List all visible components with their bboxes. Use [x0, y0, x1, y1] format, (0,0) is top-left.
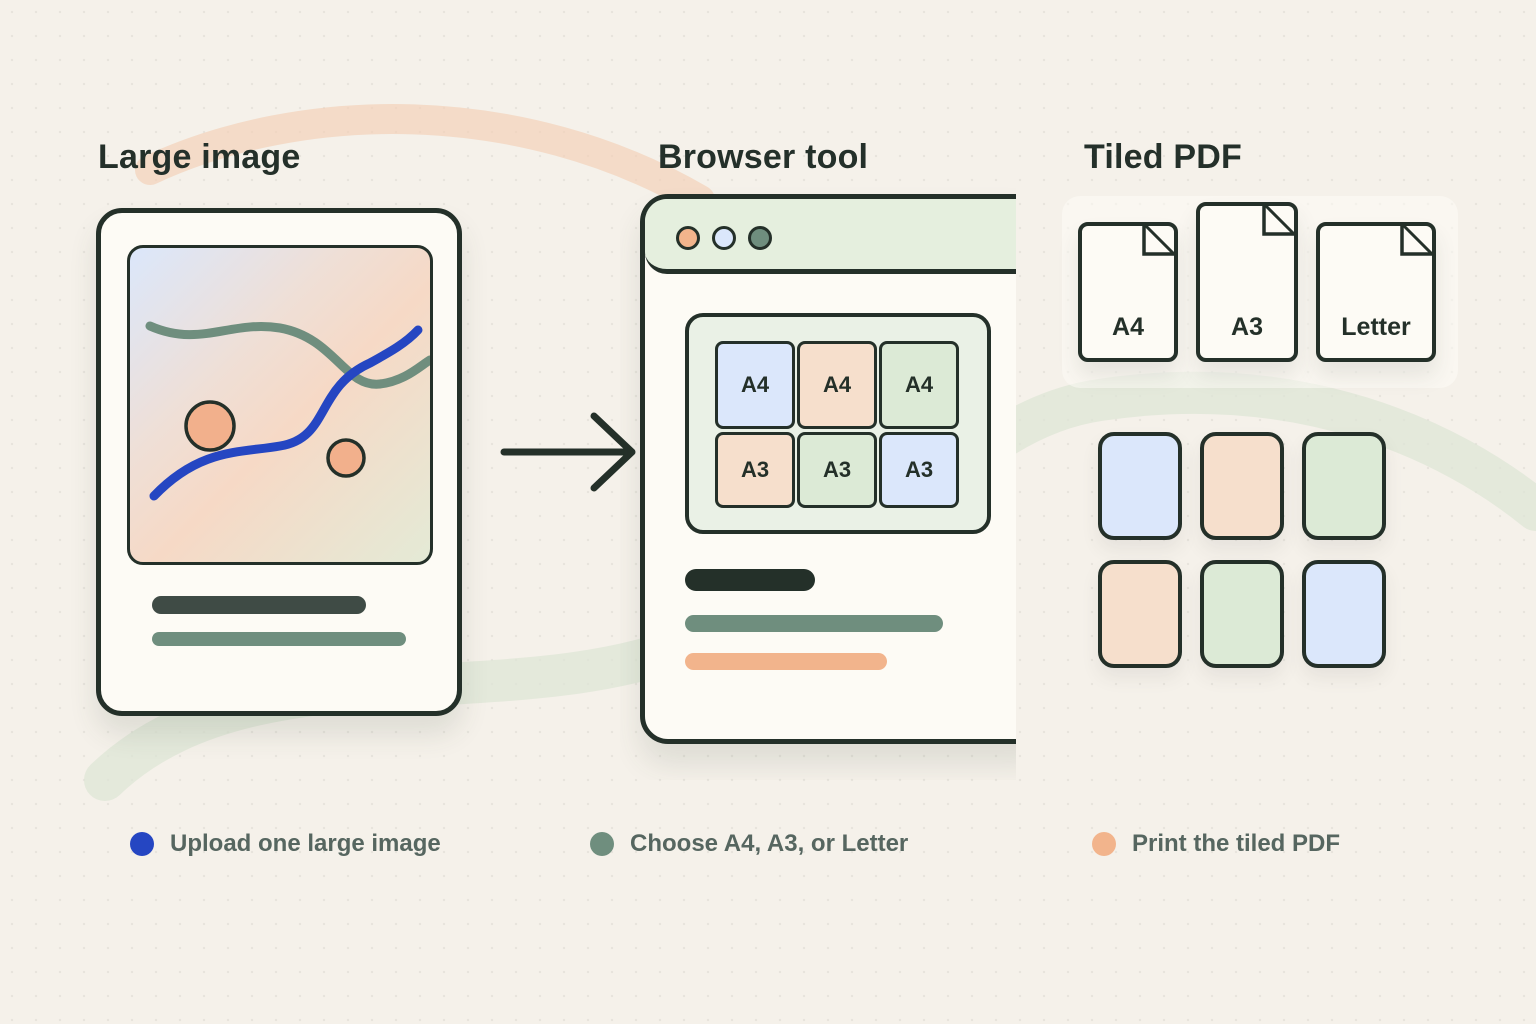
- step-dot-blue: [130, 832, 154, 856]
- paper-label-a3: A3: [1231, 313, 1263, 341]
- tile-a4-2[interactable]: A4: [797, 341, 877, 429]
- tile-grid-panel: A4 A4 A4 A3 A3 A3: [685, 313, 991, 534]
- heading-browser-tool: Browser tool: [658, 138, 869, 176]
- image-preview: [127, 245, 433, 565]
- browser-titlebar: [645, 199, 1016, 274]
- browser-text-bar-green: [685, 615, 943, 632]
- pdf-tile: [1098, 432, 1182, 540]
- step-choose: Choose A4, A3, or Letter: [590, 830, 908, 858]
- paper-letter[interactable]: Letter: [1316, 222, 1436, 362]
- large-image-card: [96, 208, 462, 716]
- tile-a3-2[interactable]: A3: [797, 432, 877, 508]
- tile-a4-1[interactable]: A4: [715, 341, 795, 429]
- heading-large-image: Large image: [98, 138, 301, 176]
- browser-text-bar-peach: [685, 653, 887, 670]
- page-corner-fold-icon: [1142, 222, 1176, 256]
- pdf-tile: [1302, 560, 1386, 668]
- page-corner-fold-icon: [1400, 222, 1434, 256]
- page-corner-fold-icon: [1262, 202, 1296, 236]
- tile-a3-3[interactable]: A3: [879, 432, 959, 508]
- step-dot-peach: [1092, 832, 1116, 856]
- browser-window: A4 A4 A4 A3 A3 A3: [640, 194, 1016, 744]
- paper-label-a4: A4: [1112, 313, 1144, 341]
- paper-a4[interactable]: A4: [1078, 222, 1178, 362]
- pdf-tile: [1302, 432, 1386, 540]
- landscape-illustration-icon: [145, 321, 430, 501]
- heading-tiled-pdf: Tiled PDF: [1084, 138, 1242, 176]
- tile-a4-3[interactable]: A4: [879, 341, 959, 429]
- step-upload: Upload one large image: [130, 830, 441, 858]
- arrow-right-icon: [500, 412, 636, 492]
- step-text-choose: Choose A4, A3, or Letter: [630, 830, 909, 857]
- tile-a3-1[interactable]: A3: [715, 432, 795, 508]
- caption-bar-dark: [152, 596, 366, 614]
- browser-window-frame: A4 A4 A4 A3 A3 A3: [620, 180, 1016, 780]
- window-dot-close[interactable]: [676, 226, 700, 250]
- pdf-tile: [1200, 432, 1284, 540]
- step-dot-green: [590, 832, 614, 856]
- paper-a3[interactable]: A3: [1196, 202, 1298, 362]
- window-dot-maximize[interactable]: [748, 226, 772, 250]
- window-dot-minimize[interactable]: [712, 226, 736, 250]
- step-print: Print the tiled PDF: [1092, 830, 1340, 858]
- step-text-print: Print the tiled PDF: [1132, 830, 1341, 857]
- caption-bar-green: [152, 632, 406, 646]
- pdf-tile: [1200, 560, 1284, 668]
- browser-text-bar-dark: [685, 569, 815, 591]
- step-text-upload: Upload one large image: [170, 830, 441, 857]
- paper-label-letter: Letter: [1341, 313, 1411, 341]
- pdf-tile: [1098, 560, 1182, 668]
